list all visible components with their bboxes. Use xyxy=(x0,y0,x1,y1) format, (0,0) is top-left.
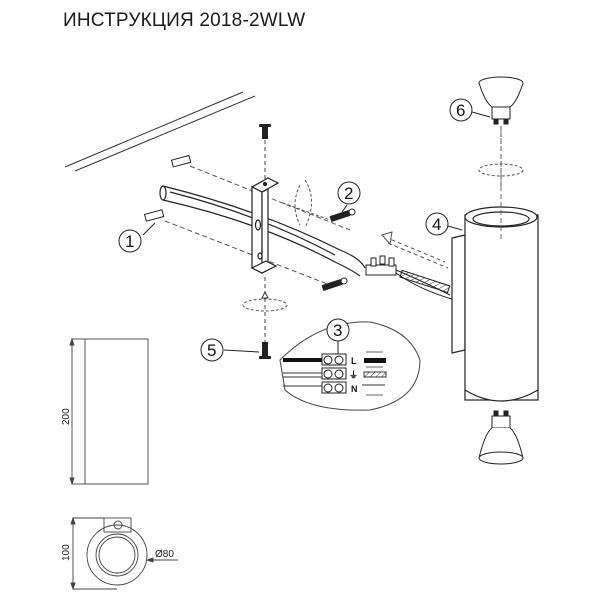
terminal-block-icon xyxy=(365,255,456,301)
rotate-arrow-icon xyxy=(282,179,331,229)
insert-arrow-icon xyxy=(381,231,449,269)
dimension-height: 200 xyxy=(61,408,72,425)
svg-text:1: 1 xyxy=(125,232,134,251)
terminal-label-neutral: N xyxy=(351,384,358,394)
screw-icon xyxy=(321,208,356,291)
terminal-label-earth: ⏚ xyxy=(349,370,358,380)
bottom-screw-icon xyxy=(242,277,288,359)
page-title: ИНСТРУКЦИЯ 2018-2WLW xyxy=(63,10,306,31)
callout-1: 1 xyxy=(118,222,156,253)
wall-plug-icon xyxy=(143,154,351,286)
side-elevation-drawing xyxy=(69,337,149,486)
gu10-bulb-bottom-icon xyxy=(478,410,524,465)
dimension-depth: 100 xyxy=(61,544,72,561)
svg-text:3: 3 xyxy=(333,321,342,340)
svg-text:4: 4 xyxy=(432,215,441,234)
svg-text:2: 2 xyxy=(344,184,353,203)
callout-4: 4 xyxy=(425,212,463,236)
mounting-bracket xyxy=(250,177,280,274)
gu10-bulb-top-icon xyxy=(478,76,524,190)
top-view-drawing xyxy=(70,516,178,591)
callout-3: 3 xyxy=(326,318,350,342)
svg-text:6: 6 xyxy=(456,101,465,120)
dimension-diameter: Ø80 xyxy=(155,549,174,560)
terminal-label-live: L xyxy=(351,356,357,366)
top-screw-icon xyxy=(259,124,271,182)
wiring-detail: L ⏚ N xyxy=(279,321,421,411)
callout-6: 6 xyxy=(449,98,491,122)
callout-5: 5 xyxy=(200,338,260,362)
wall-edge-lines xyxy=(64,91,256,172)
lamp-body xyxy=(451,130,539,402)
svg-text:5: 5 xyxy=(207,341,216,360)
callout-2: 2 xyxy=(337,181,361,213)
